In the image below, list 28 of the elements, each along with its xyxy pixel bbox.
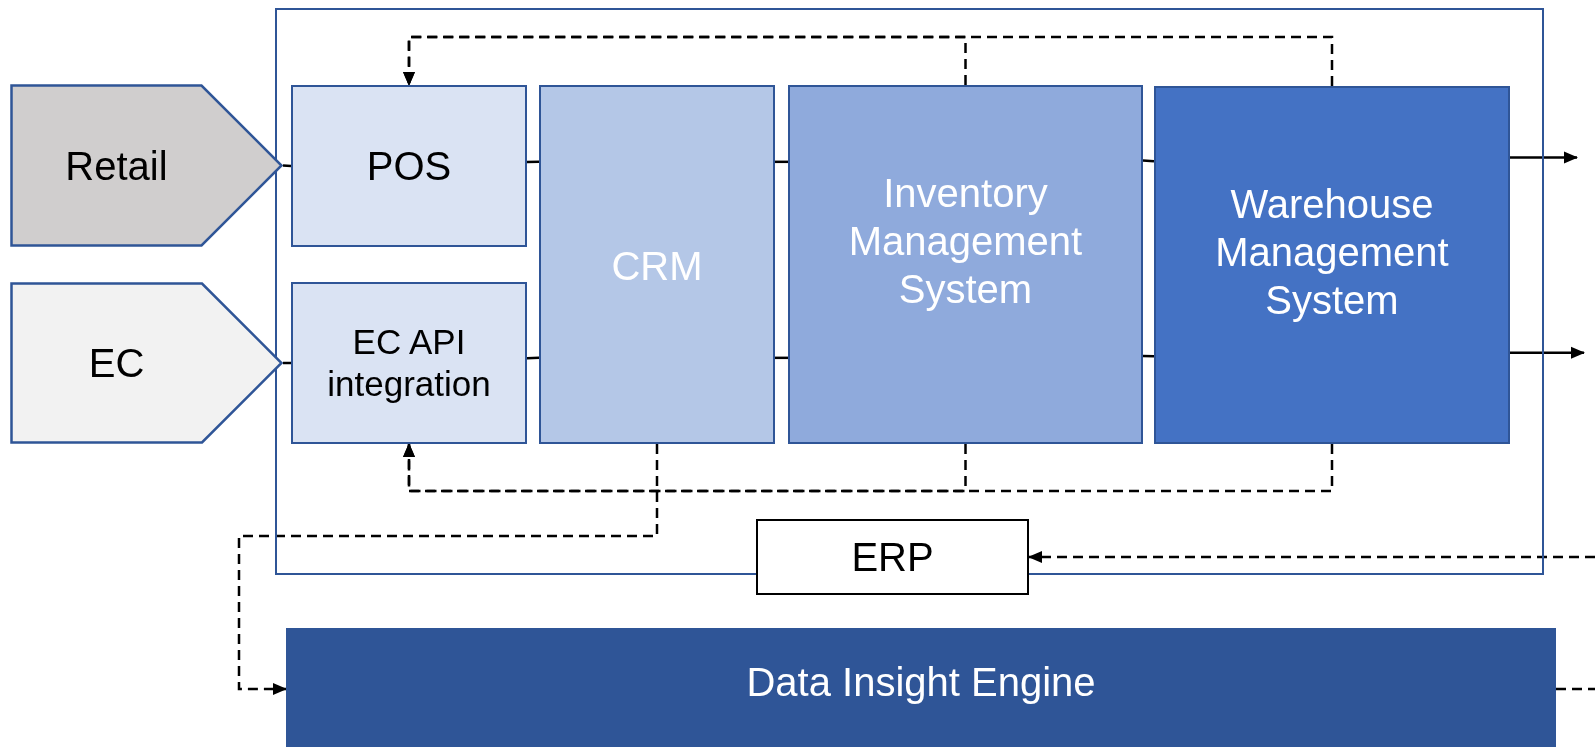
box-label: EC: [88, 340, 145, 387]
arrow: [1510, 151, 1578, 164]
pentagon-box: [10, 84, 283, 247]
box-label: Retail: [65, 142, 168, 190]
process-box: [286, 628, 1556, 747]
arrow: [403, 443, 1334, 493]
process-box: [1154, 86, 1510, 444]
process-box: [539, 85, 775, 444]
pentagon-box: [10, 282, 283, 444]
box-label: EC API integration: [326, 321, 492, 405]
process-box: [291, 282, 527, 444]
box-label: Data Insight Engine: [746, 659, 1096, 706]
box-label: Warehouse Management System: [1214, 181, 1450, 324]
arrow: [1028, 551, 1595, 563]
connector-line: [282, 164, 292, 168]
arrow: [403, 35, 1334, 86]
process-box: [291, 85, 527, 247]
box-label: ERP: [851, 534, 934, 581]
process-box: [788, 85, 1143, 444]
arrow: [237, 444, 659, 696]
box-label: CRM: [611, 243, 703, 290]
arrow: [1510, 346, 1585, 359]
box-label: POS: [366, 143, 452, 190]
connector-line: [1556, 687, 1595, 691]
system-frame: [275, 8, 1544, 575]
box-label: Inventory Management System: [847, 170, 1084, 313]
connector-line: [1142, 159, 1155, 163]
process-box: [756, 519, 1029, 595]
